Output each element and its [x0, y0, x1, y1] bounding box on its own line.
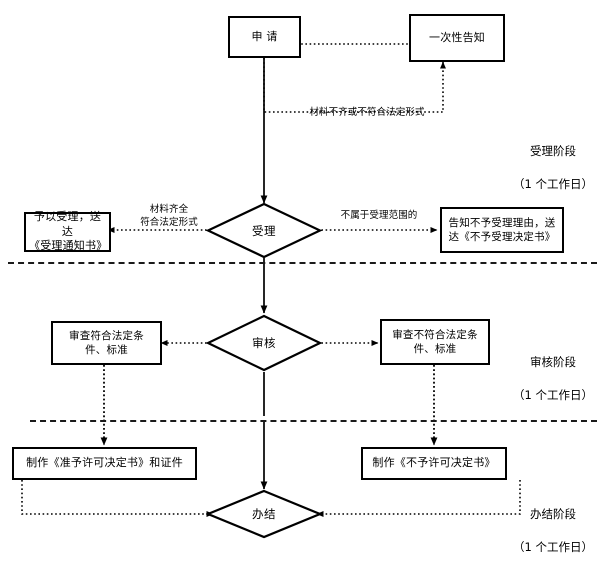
done-diamond-shape [206, 489, 322, 539]
accept-diamond-shape [206, 202, 322, 259]
stage-review-duration: （1 个工作日） [513, 388, 593, 403]
node-accept-no-label: 告知不予受理理由，送 达《不予受理决定书》 [448, 216, 556, 243]
node-done[interactable]: 办结 [206, 489, 322, 539]
stage-acceptance-name: 受理阶段 [530, 143, 576, 158]
edge-label-materials-complete: 材料齐全 符合法定形式 [120, 192, 218, 229]
node-review-fail[interactable]: 审查不符合法定条 件、标准 [380, 319, 490, 365]
node-apply-label: 申 请 [251, 29, 278, 43]
node-one-time-notice-label: 一次性告知 [429, 30, 485, 44]
stage-review-name: 审核阶段 [530, 354, 576, 369]
edge-label-incomplete-materials: 材料不齐或不符合法定形式 [287, 95, 447, 120]
node-review-label: 审核 [252, 336, 276, 350]
node-make-permit-label: 制作《准予许可决定书》和证件 [26, 456, 183, 470]
stage-label-review: 审核阶段 （1 个工作日） [504, 337, 602, 420]
node-make-permit[interactable]: 制作《准予许可决定书》和证件 [12, 447, 197, 480]
edge-label-out-of-scope: 不属于受理范围的 [324, 198, 434, 223]
node-review-pass[interactable]: 审查符合法定条 件、标准 [51, 321, 162, 365]
edge-label-incomplete-materials-text: 材料不齐或不符合法定形式 [309, 107, 425, 119]
node-review-fail-label: 审查不符合法定条 件、标准 [392, 328, 478, 355]
stage-acceptance-duration: （1 个工作日） [513, 177, 593, 192]
node-done-label: 办结 [252, 507, 276, 521]
node-review[interactable]: 审核 [206, 314, 322, 372]
divider-review [30, 420, 597, 422]
node-apply[interactable]: 申 请 [228, 16, 301, 58]
node-make-reject-label: 制作《不予许可决定书》 [372, 456, 496, 470]
edge-label-materials-complete-text: 材料齐全 符合法定形式 [140, 204, 198, 228]
edge-reject-to-done [316, 480, 521, 517]
node-accept[interactable]: 受理 [206, 202, 322, 259]
node-accept-no[interactable]: 告知不予受理理由，送 达《不予受理决定书》 [440, 207, 564, 253]
node-accept-label: 受理 [252, 223, 276, 238]
stage-done-name: 办结阶段 [530, 506, 576, 521]
edge-permit-to-done [21, 480, 214, 517]
node-one-time-notice[interactable]: 一次性告知 [409, 14, 505, 62]
divider-acceptance [8, 262, 597, 264]
stage-label-acceptance: 受理阶段 （1 个工作日） [504, 126, 602, 209]
node-accept-yes-label: 予以受理，送达 《受理通知书》 [29, 209, 108, 253]
edge-label-out-of-scope-text: 不属于受理范围的 [340, 210, 418, 222]
node-accept-yes[interactable]: 予以受理，送达 《受理通知书》 [24, 209, 111, 253]
review-diamond-shape [206, 314, 322, 372]
node-review-pass-label: 审查符合法定条 件、标准 [69, 329, 144, 356]
stage-done-duration: （1 个工作日） [513, 540, 593, 555]
node-make-reject[interactable]: 制作《不予许可决定书》 [361, 447, 507, 480]
stage-label-done: 办结阶段 （1 个工作日） [504, 489, 602, 564]
